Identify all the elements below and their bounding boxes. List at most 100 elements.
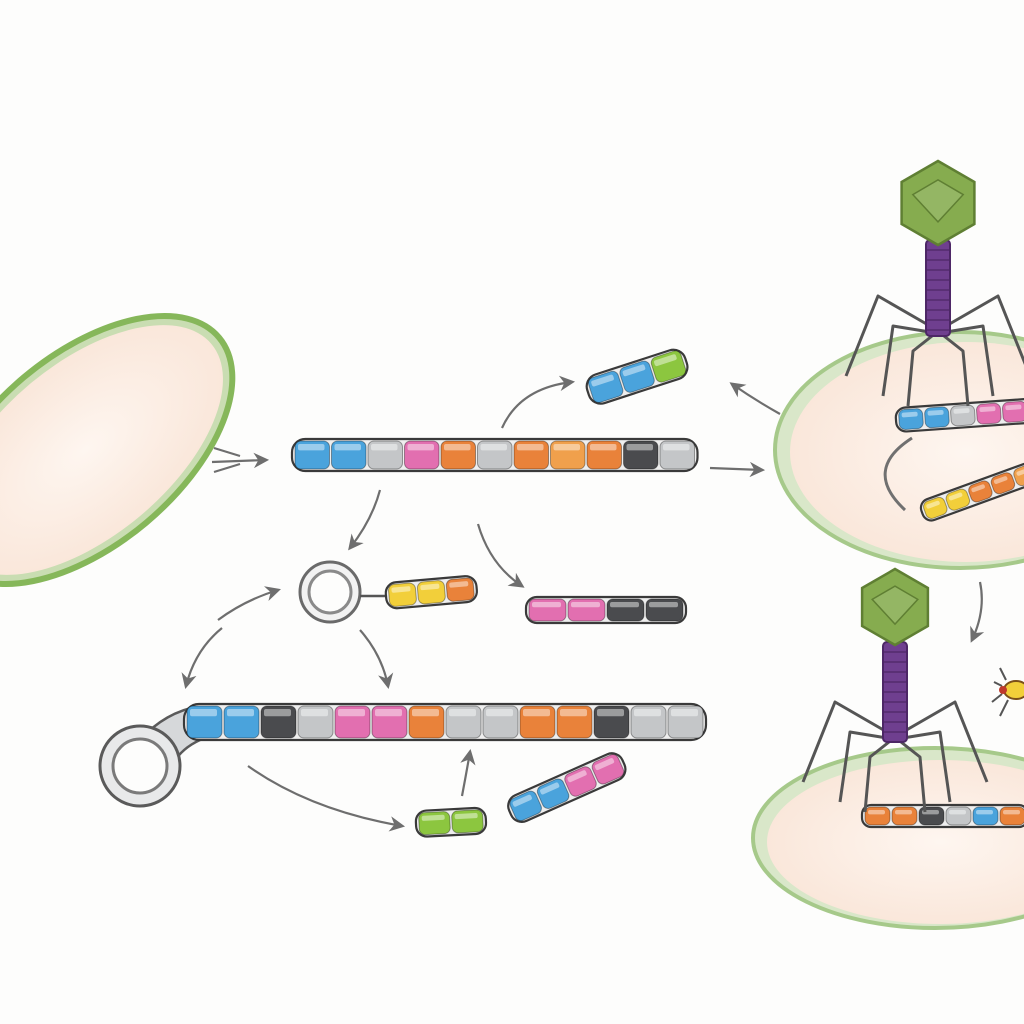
segment-pink (404, 440, 440, 470)
curved-arrow-inside-cell (883, 436, 913, 512)
segment-pink (591, 754, 625, 785)
segment-gray (659, 440, 695, 470)
tail-fiber (844, 294, 931, 377)
tail-fiber (838, 730, 888, 803)
segment-pink (528, 598, 567, 622)
segment-blue (536, 778, 570, 809)
segment-gray (297, 705, 334, 739)
arrow-bacterium-to-strand-c (213, 462, 241, 474)
segment-dark_gray (260, 705, 297, 739)
segment-blue (186, 705, 223, 739)
segment-pink (371, 705, 408, 739)
arrow-phage-top-to-bottom (970, 581, 985, 643)
phage-tail (925, 239, 951, 337)
tail-fiber (902, 700, 989, 783)
plasmid-small (298, 560, 388, 624)
segment-orange (556, 705, 593, 739)
dna-strand-loop (98, 702, 708, 808)
arrow-strand-to-top-fragment (500, 375, 576, 429)
arrow-strand-to-phage (709, 461, 766, 478)
segment-blue (924, 406, 950, 429)
insect-icon (991, 667, 1024, 717)
host-cell-top (773, 330, 1024, 570)
segment-yellow (388, 582, 417, 607)
segment-orange (519, 705, 556, 739)
arrow-loop-to-green (247, 765, 406, 832)
segment-blue (509, 790, 542, 822)
arrow-bacterium-to-strand (211, 452, 270, 469)
segment-gray (630, 705, 667, 739)
segment-pink (567, 598, 606, 622)
segment-light_orange (550, 440, 586, 470)
segment-yellow (945, 488, 971, 511)
segment-blue (331, 440, 367, 470)
arrow-phage-to-fragment (729, 382, 781, 415)
segment-orange (586, 440, 622, 470)
tail-fiber (801, 700, 888, 783)
fragment-green (414, 806, 488, 838)
segment-dark_gray (918, 806, 945, 826)
tail-fiber (943, 334, 970, 407)
segment-pink (1001, 400, 1024, 423)
segment-dark_gray (623, 440, 659, 470)
segment-green (418, 811, 451, 836)
phage-bottom (801, 567, 989, 813)
arrow-green-to-loop (460, 748, 476, 797)
segment-orange (440, 440, 476, 470)
segment-pink (564, 766, 597, 797)
dna-strand-main (290, 437, 699, 473)
segment-gray (367, 440, 403, 470)
arrow-bacterium-to-strand-b (213, 446, 241, 458)
segment-pink (976, 402, 1002, 425)
segment-blue (587, 370, 624, 403)
tail-fiber (945, 294, 1024, 366)
bacterium-left (0, 313, 236, 587)
segment-orange (864, 806, 891, 826)
segment-gray (477, 440, 513, 470)
tail-fiber (863, 740, 890, 813)
segment-dark_gray (606, 598, 645, 622)
tail-fiber (945, 324, 995, 397)
host-cell-bottom (751, 746, 1024, 930)
tail-fiber (881, 324, 931, 397)
segment-gray (482, 705, 519, 739)
segment-orange (999, 806, 1024, 826)
tail-fiber (902, 730, 952, 803)
segment-gray (945, 806, 972, 826)
segment-gray (950, 404, 976, 427)
segment-orange (990, 472, 1016, 495)
segment-green (650, 350, 687, 383)
segment-orange (445, 577, 475, 602)
arrow-strand-to-plasmid (348, 489, 382, 551)
phage-top (844, 159, 1024, 407)
tail-fiber (906, 334, 933, 407)
segment-yellow (416, 580, 446, 605)
segment-orange (968, 480, 993, 503)
phage-head (860, 567, 930, 647)
phage-head (900, 159, 976, 247)
segment-yellow (923, 496, 948, 519)
segment-dark_gray (593, 705, 630, 739)
segment-blue (972, 806, 999, 826)
arrow-strand-to-pink-fragment (476, 523, 525, 588)
segment-orange (408, 705, 445, 739)
fragment-top (585, 348, 689, 405)
segment-blue (619, 360, 655, 393)
segment-blue (898, 408, 924, 431)
segment-light_orange (1013, 464, 1024, 487)
fragment-pink (524, 595, 688, 625)
tail-fiber (900, 740, 927, 813)
segment-gray (445, 705, 482, 739)
segment-blue (294, 440, 330, 470)
arrow-loop-to-plasmid (217, 586, 281, 621)
segment-pink (334, 705, 371, 739)
segment-gray (667, 705, 704, 739)
segment-orange (513, 440, 549, 470)
segment-green (451, 809, 484, 834)
segment-blue (223, 705, 260, 739)
fragment-yellow (384, 575, 478, 610)
segment-orange (891, 806, 918, 826)
arrow-plasmid-to-loop-left (181, 627, 223, 689)
segment-dark_gray (645, 598, 684, 622)
